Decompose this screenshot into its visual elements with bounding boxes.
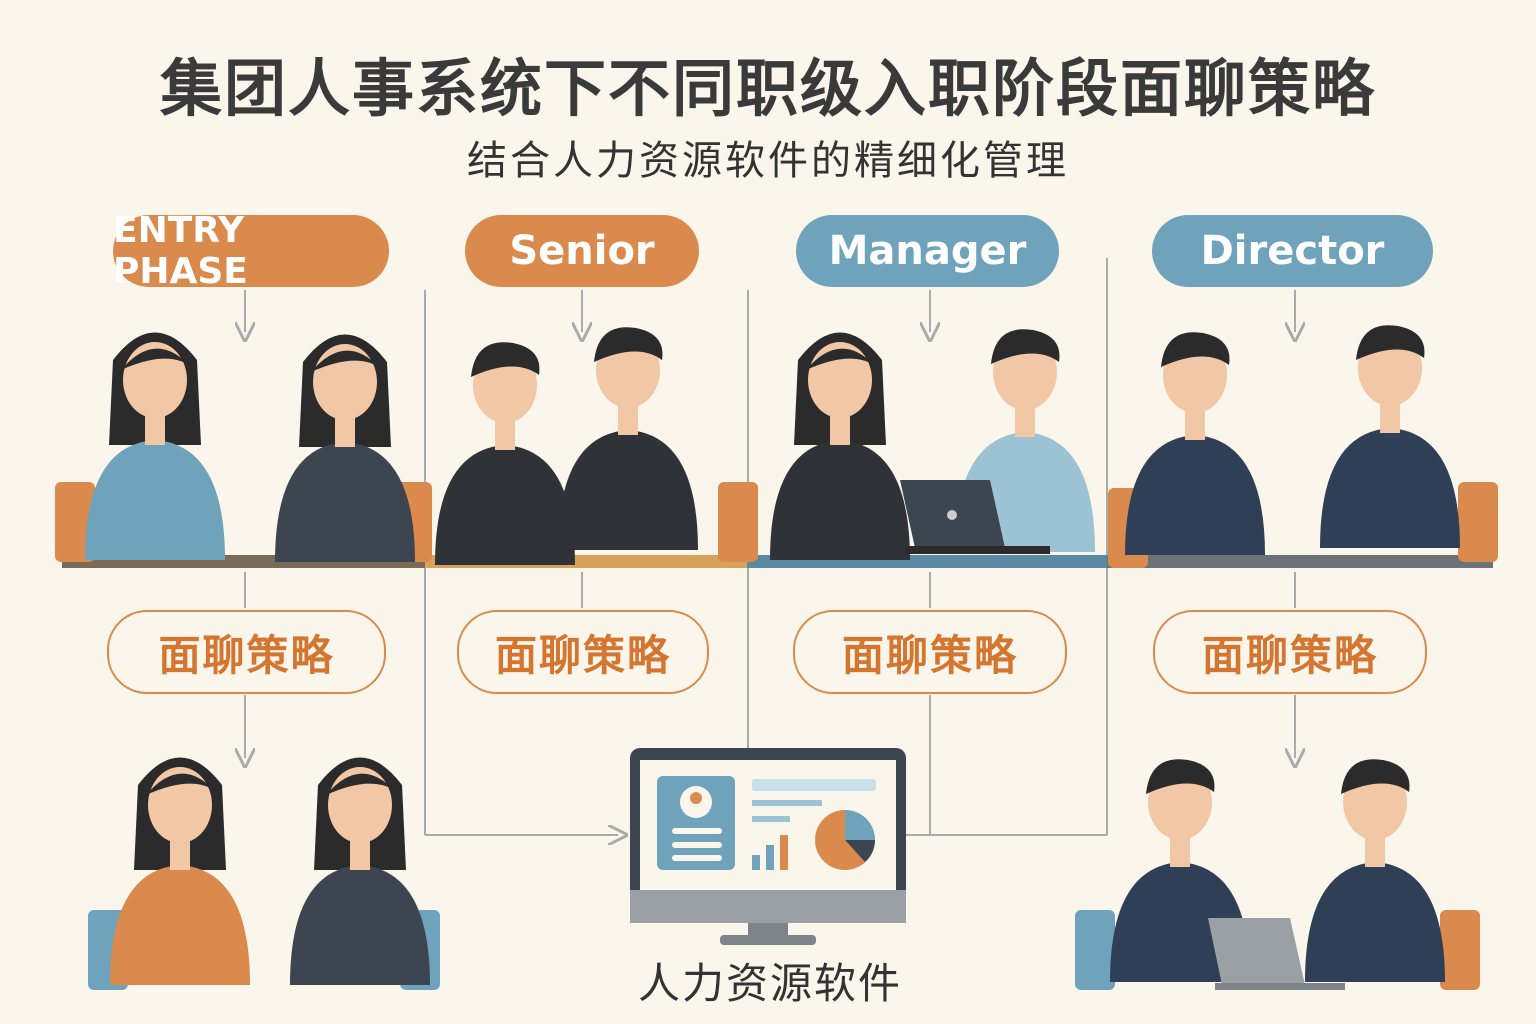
person-entry-followup-candidate bbox=[110, 757, 250, 985]
person-entry-candidate bbox=[85, 332, 225, 560]
level-pill-director: Director bbox=[1152, 215, 1433, 287]
strategy-pill-entry: 面聊策略 bbox=[107, 610, 386, 694]
person-senior-candidate bbox=[435, 342, 575, 565]
person-director-followup-interviewer bbox=[1305, 759, 1445, 982]
person-director-followup-candidate bbox=[1110, 759, 1250, 982]
person-senior-interviewer bbox=[558, 327, 698, 550]
person-director-candidate bbox=[1125, 332, 1265, 555]
strategy-pill-manager: 面聊策略 bbox=[793, 610, 1067, 694]
chair bbox=[55, 482, 95, 562]
level-pill-entry: ENTRY PHASE bbox=[113, 210, 389, 292]
chair bbox=[1458, 482, 1498, 562]
strategy-pill-senior: 面聊策略 bbox=[457, 610, 709, 694]
person-director-interviewer bbox=[1320, 325, 1460, 548]
person-entry-interviewer bbox=[275, 334, 415, 562]
laptop-icon bbox=[900, 480, 1345, 990]
software-label: 人力资源软件 bbox=[637, 959, 902, 1008]
page-title: 集团人事系统下不同职级入职阶段面聊策略 bbox=[159, 52, 1376, 125]
level-pill-senior: Senior bbox=[465, 215, 699, 287]
table-director bbox=[1107, 555, 1493, 568]
level-pill-manager: Manager bbox=[796, 215, 1059, 287]
person-manager-candidate bbox=[770, 332, 910, 560]
person-entry-followup-interviewer bbox=[290, 757, 430, 985]
hr-software-monitor-icon bbox=[630, 748, 906, 945]
page-subtitle: 结合人力资源软件的精细化管理 bbox=[467, 138, 1069, 184]
strategy-pill-director: 面聊策略 bbox=[1153, 610, 1427, 694]
chair bbox=[1075, 910, 1115, 990]
chair bbox=[1440, 910, 1480, 990]
chair bbox=[718, 482, 758, 562]
